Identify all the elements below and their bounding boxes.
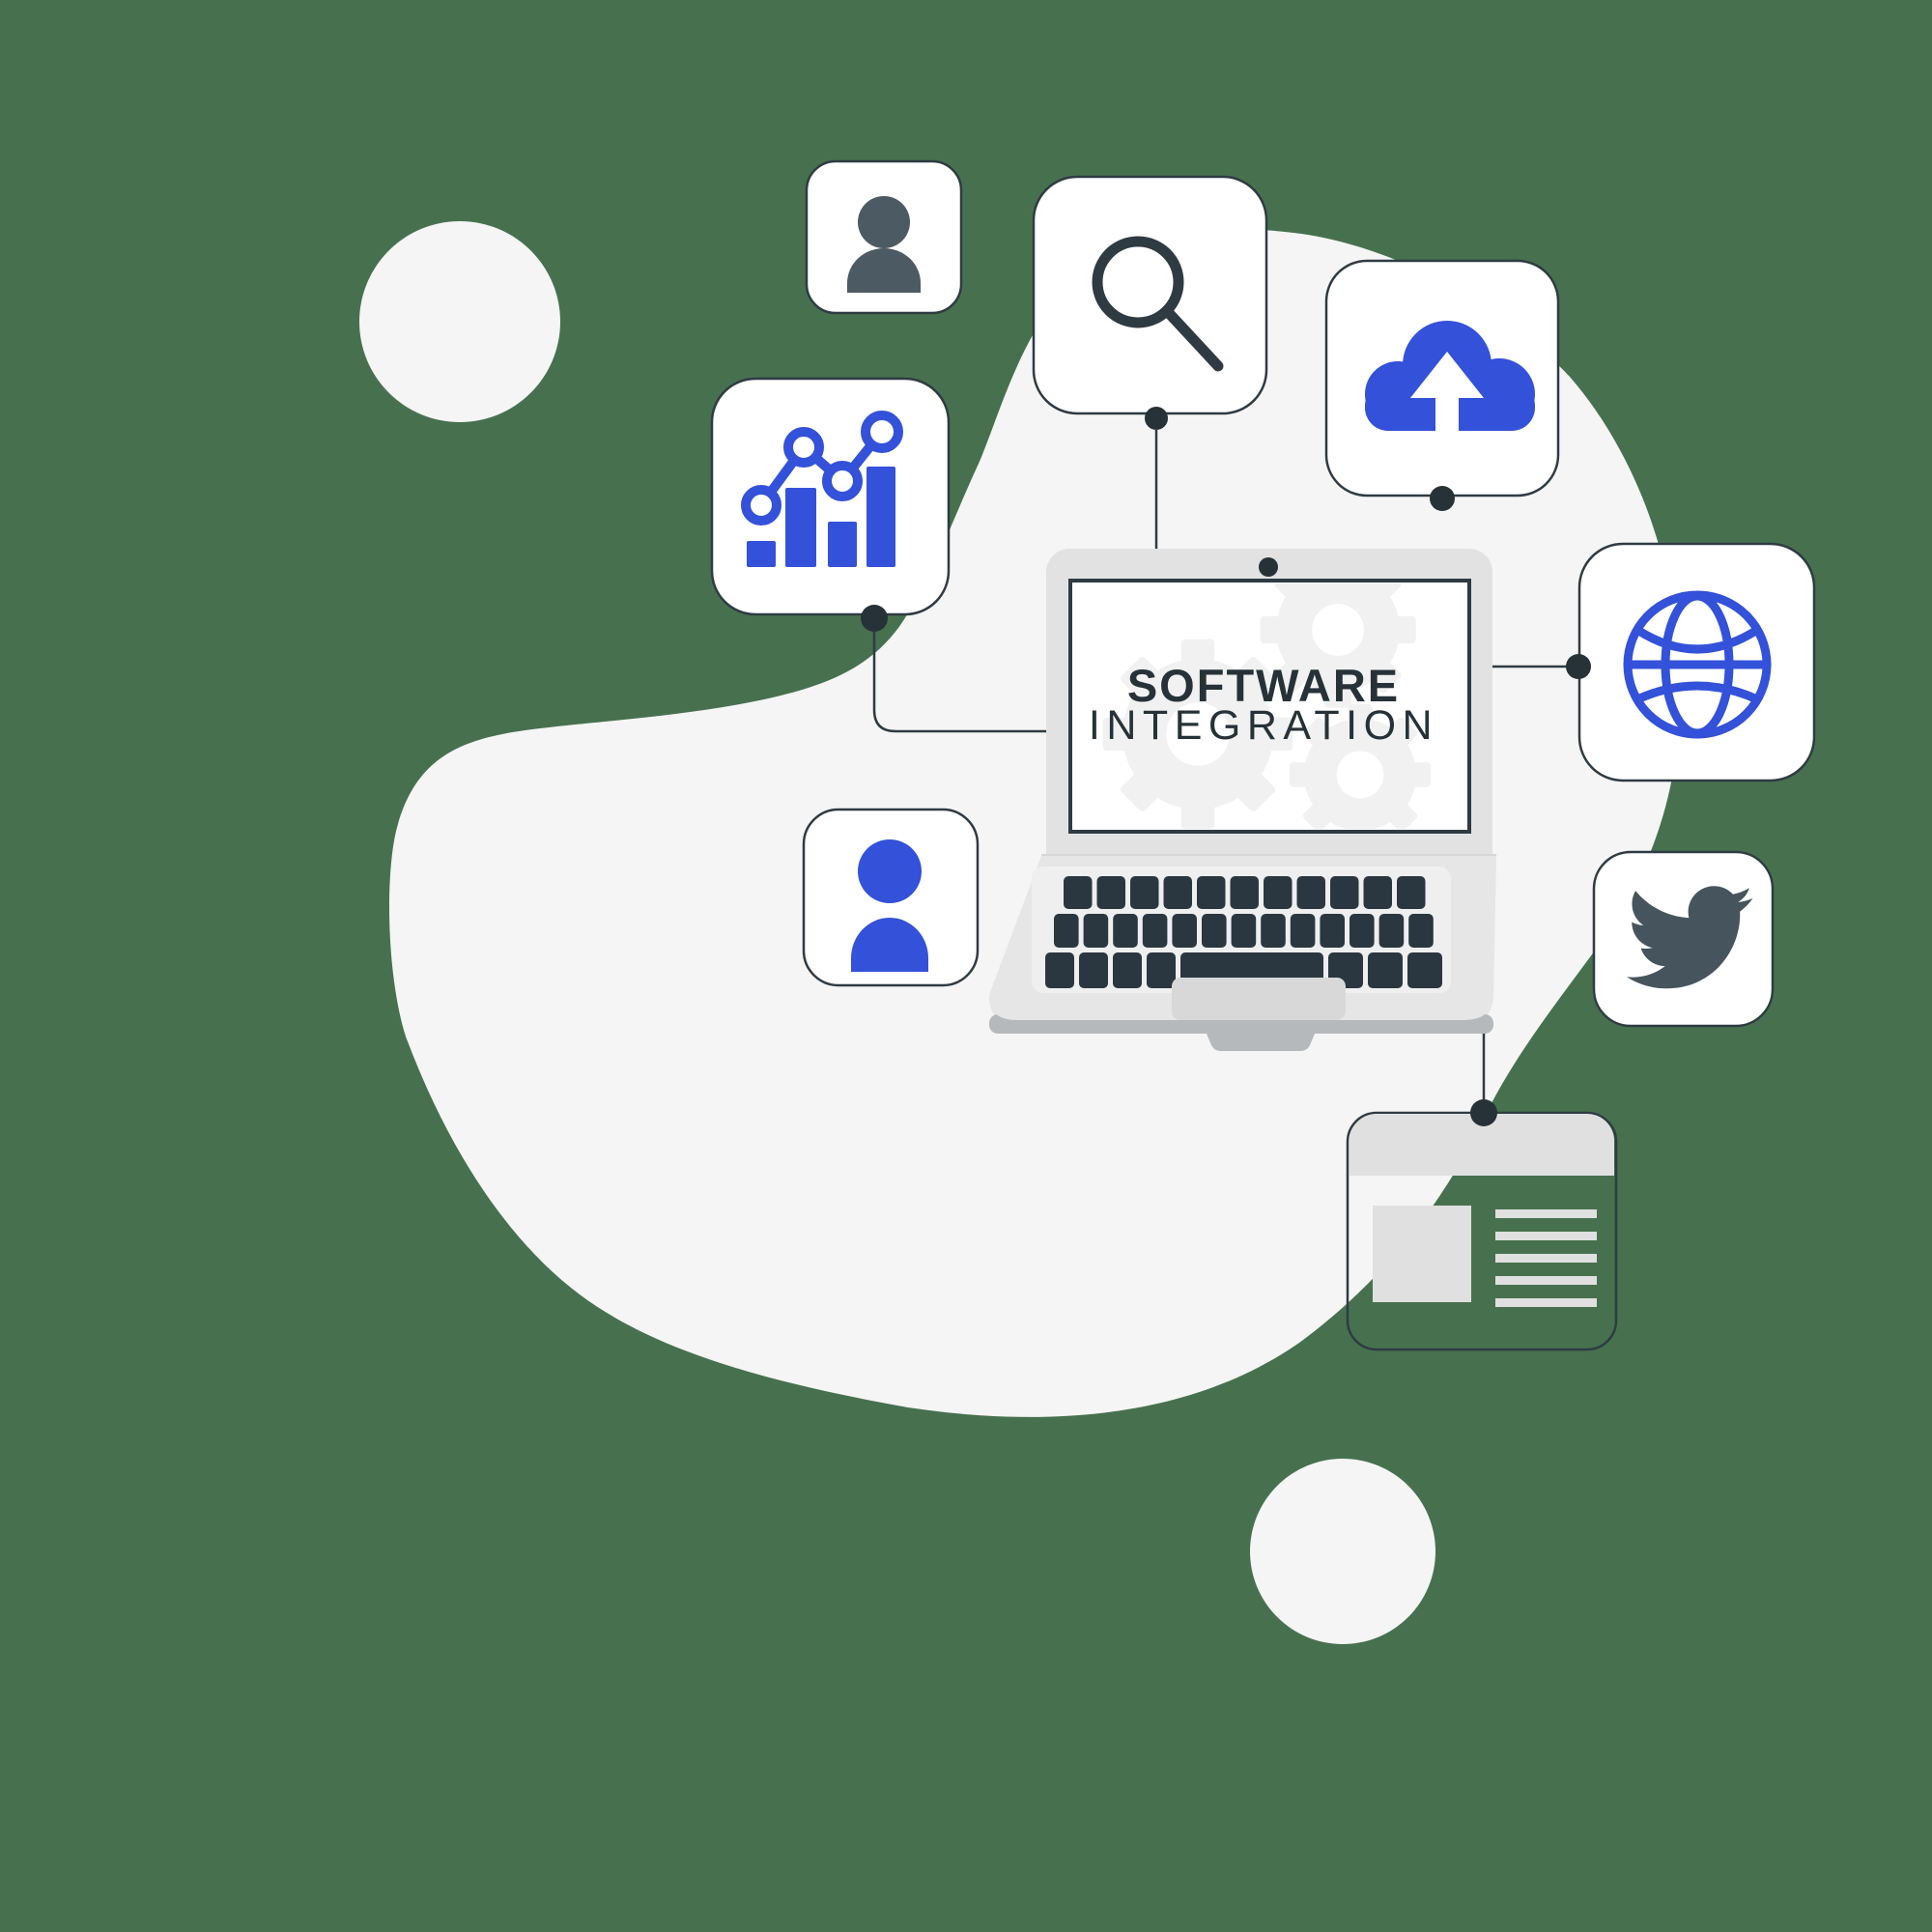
keyboard-key (1264, 876, 1293, 909)
keyboard-key (1172, 914, 1197, 948)
keyboard-key (1261, 914, 1286, 948)
connector-dot-cloud (1430, 486, 1455, 511)
webcam-dot (1259, 557, 1278, 577)
screen-title: SOFTWARE INTEGRATION (1089, 660, 1438, 749)
person-icon (847, 196, 921, 293)
keyboard-key (1408, 914, 1434, 948)
keyboard-key (1197, 876, 1226, 909)
twitter-bird-icon (1627, 886, 1753, 989)
keyboard-key (1142, 914, 1168, 948)
keyboard-key (1407, 952, 1442, 988)
card-cloud (1324, 259, 1560, 497)
keyboard-key (1296, 876, 1325, 909)
keyboard-key (1350, 914, 1375, 948)
laptop: SOFTWARE INTEGRATION (988, 549, 1496, 1051)
keyboard-key (1113, 952, 1142, 988)
keyboard-key (1147, 952, 1176, 988)
keyboard-key (1130, 876, 1159, 909)
card-user-blue (802, 808, 980, 987)
keyboard-key (1079, 952, 1108, 988)
card-search (1032, 175, 1268, 415)
gear-icon (1260, 583, 1416, 708)
keyboard-key (1320, 914, 1345, 948)
card-globe (1577, 542, 1816, 782)
gear-icon (1289, 703, 1432, 829)
keyboard-key (1290, 914, 1316, 948)
card-analytics (710, 377, 951, 616)
keyboard-key (1054, 914, 1079, 948)
keyboard-key (1096, 876, 1125, 909)
connector-dot-news (1470, 1099, 1497, 1126)
card-user-gray (805, 159, 963, 315)
keyboard-key (1083, 914, 1109, 948)
laptop-trackpad (1172, 978, 1346, 1020)
decor-circle-bottom (1250, 1459, 1435, 1644)
keyboard-key (1368, 952, 1403, 988)
keyboard-key (1202, 914, 1227, 948)
screen-title-line2: INTEGRATION (1089, 702, 1438, 749)
connector-dot-globe (1566, 654, 1591, 679)
connector-analytics-laptop (872, 630, 1053, 733)
screen-gears (1102, 583, 1432, 829)
decor-circle-top-left (359, 221, 560, 422)
laptop-bottom-notch (1202, 1022, 1320, 1051)
keyboard-key (1378, 914, 1405, 948)
card-twitter (1592, 850, 1775, 1028)
globe-icon (1623, 590, 1772, 739)
keyboard-key (1064, 876, 1093, 909)
keyboard-key (1113, 914, 1138, 948)
news-article-icon (1350, 1114, 1614, 1307)
connector-dot-analytics (861, 605, 888, 632)
keyboard-key (1230, 876, 1259, 909)
upload-arrow (1410, 352, 1484, 398)
screen-title-line1: SOFTWARE (1127, 660, 1400, 711)
person-icon (851, 839, 928, 972)
search-icon (1092, 236, 1224, 372)
keyboard-key (1163, 876, 1192, 909)
bar-chart-icon (741, 411, 903, 567)
keyboard-key (1397, 876, 1426, 909)
connector-dot-search (1145, 407, 1168, 430)
keyboard-key (1363, 876, 1392, 909)
keyboard-key (1231, 914, 1257, 948)
gear-icon (1102, 639, 1293, 829)
laptop-keyboard (1045, 876, 1442, 988)
keyboard-key (1330, 876, 1359, 909)
keyboard-key (1045, 952, 1074, 988)
cloud-upload-icon (1365, 321, 1535, 431)
